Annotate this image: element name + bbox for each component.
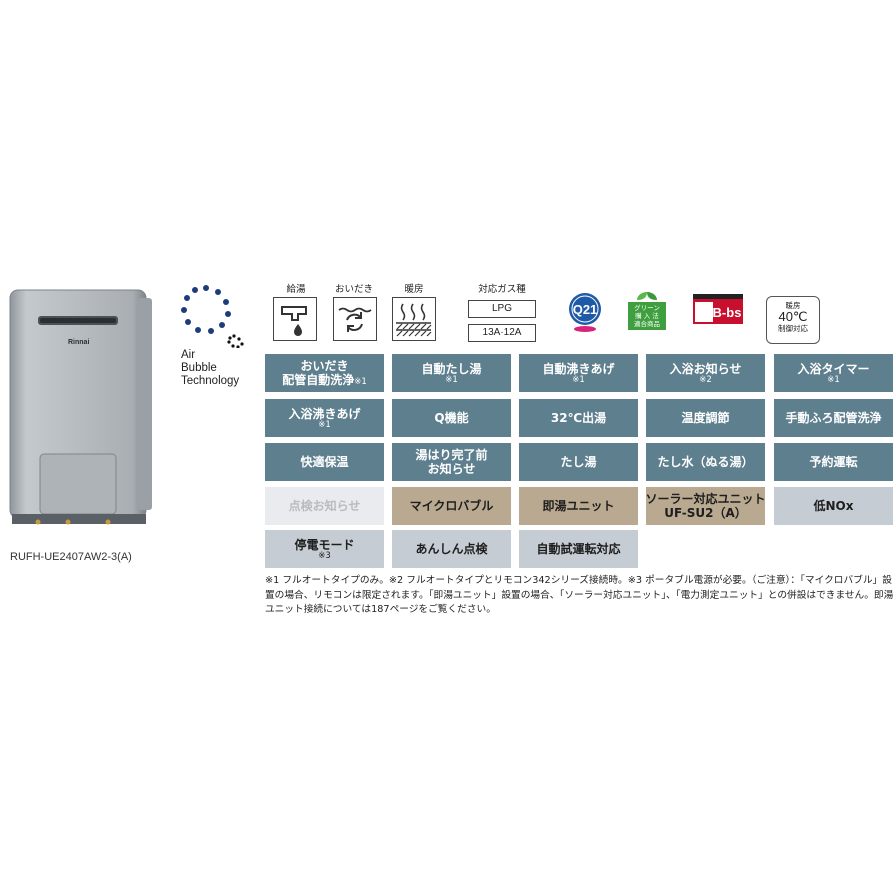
feature-tile: たし湯 — [519, 443, 638, 481]
feature-label: 32℃出湯 — [550, 411, 607, 425]
feature-tile: 入浴お知らせ※2 — [646, 354, 765, 392]
feature-tile: マイクロバブル — [392, 487, 511, 525]
feature-label: 自動沸きあげ — [542, 361, 615, 376]
gas-city-badge: 13A·12A — [468, 324, 536, 342]
feature-note: ※2 — [699, 374, 712, 385]
svg-text:グリーン: グリーン — [634, 303, 660, 312]
feature-label-line2: UF-SU2（A） — [664, 506, 747, 520]
feature-tile: おいだき配管自動洗浄※1 — [265, 354, 384, 392]
feature-label: 自動試運転対応 — [536, 542, 621, 556]
feature-tile: 自動試運転対応 — [519, 530, 638, 568]
model-number: RUFH-UE2407AW2-3(A) — [10, 551, 132, 563]
brand-logo: Rinnai — [68, 339, 89, 346]
svg-text:購 入 法: 購 入 法 — [635, 311, 659, 320]
feature-label: 温度調節 — [681, 411, 730, 425]
feature-label: たし水（ぬる湯） — [657, 455, 754, 469]
feature-tile: たし水（ぬる湯） — [646, 443, 765, 481]
feature-tile: 予約運転 — [774, 443, 893, 481]
water-heater-image: Rinnai — [9, 289, 152, 525]
feature-tile: 停電モード※3 — [265, 530, 384, 568]
feature-label: Q機能 — [434, 411, 469, 425]
feature-tile: 32℃出湯 — [519, 399, 638, 437]
feature-tile: 入浴沸きあげ※1 — [265, 399, 384, 437]
gas-type-caption: 対応ガス種 — [478, 284, 526, 295]
feature-label: おいだき — [300, 359, 349, 373]
hot-water-icon — [273, 297, 317, 341]
feature-label-line2: 配管自動洗浄※1 — [282, 373, 367, 387]
feature-tile: 快適保温 — [265, 443, 384, 481]
kyuto-caption: 給湯 — [286, 284, 306, 295]
feature-label: 低NOx — [813, 499, 854, 513]
feature-label: 入浴沸きあげ — [288, 406, 361, 421]
feature-label: 入浴タイマー — [797, 361, 870, 376]
svg-text:Q21: Q21 — [573, 302, 598, 317]
feature-label: 入浴お知らせ — [669, 361, 742, 376]
feature-note: ※1 — [354, 377, 367, 387]
heating-40c-badge: 暖房 40℃ 制御対応 — [766, 296, 820, 344]
q21-mark-icon: Q21 — [569, 293, 601, 332]
feature-label: 即湯ユニット — [542, 499, 615, 513]
feature-label: 手動ふろ配管洗浄 — [785, 411, 882, 425]
feature-label-line2: お知らせ — [427, 462, 476, 476]
feature-tile: 自動沸きあげ※1 — [519, 354, 638, 392]
feature-label: たし湯 — [560, 455, 597, 469]
gas-lpg-badge: LPG — [468, 300, 536, 318]
feature-label: 湯はり完了前 — [415, 448, 488, 462]
bubble-technology-text: Air Bubble Technology — [181, 349, 240, 387]
feature-tile: 低NOx — [774, 487, 893, 525]
feature-label: 快適保温 — [300, 455, 349, 469]
feature-label: 停電モード — [294, 537, 355, 552]
feature-tile: 自動たし湯※1 — [392, 354, 511, 392]
footnote: ※1 フルオートタイプのみ。※2 フルオートタイプとリモコン342シリーズ接続時… — [265, 575, 894, 615]
feature-tile: あんしん点検 — [392, 530, 511, 568]
feature-tile: 温度調節 — [646, 399, 765, 437]
green-purchase-icon: グリーン 購 入 法 適合商品 — [628, 292, 666, 330]
feature-label: マイクロバブル — [409, 499, 494, 513]
feature-tile: 即湯ユニット — [519, 487, 638, 525]
feature-label: 自動たし湯 — [421, 361, 482, 376]
feature-note: ※1 — [827, 374, 840, 385]
feature-note: ※3 — [318, 550, 331, 561]
oidaki-caption: おいだき — [334, 284, 373, 295]
svg-text:適合商品: 適合商品 — [634, 319, 660, 328]
bbs-mark-icon: B-bs — [693, 294, 743, 324]
feature-note: ※1 — [572, 374, 585, 385]
reheat-icon — [333, 297, 377, 341]
floor-heating-icon — [392, 297, 436, 341]
danbo-caption: 暖房 — [404, 284, 424, 295]
feature-label: 点検お知らせ — [288, 499, 361, 513]
feature-tile: 入浴タイマー※1 — [774, 354, 893, 392]
bubble-technology-icon — [181, 285, 244, 348]
feature-tile: 湯はり完了前お知らせ — [392, 443, 511, 481]
feature-note: ※1 — [318, 419, 331, 430]
feature-tile: 点検お知らせ — [265, 487, 384, 525]
feature-label: あんしん点検 — [415, 542, 488, 556]
feature-note: ※1 — [445, 374, 458, 385]
feature-tile: Q機能 — [392, 399, 511, 437]
feature-tile: 手動ふろ配管洗浄 — [774, 399, 893, 437]
svg-text:B-bs: B-bs — [713, 305, 742, 320]
feature-label: ソーラー対応ユニット — [645, 492, 766, 506]
feature-label: 予約運転 — [809, 455, 858, 469]
